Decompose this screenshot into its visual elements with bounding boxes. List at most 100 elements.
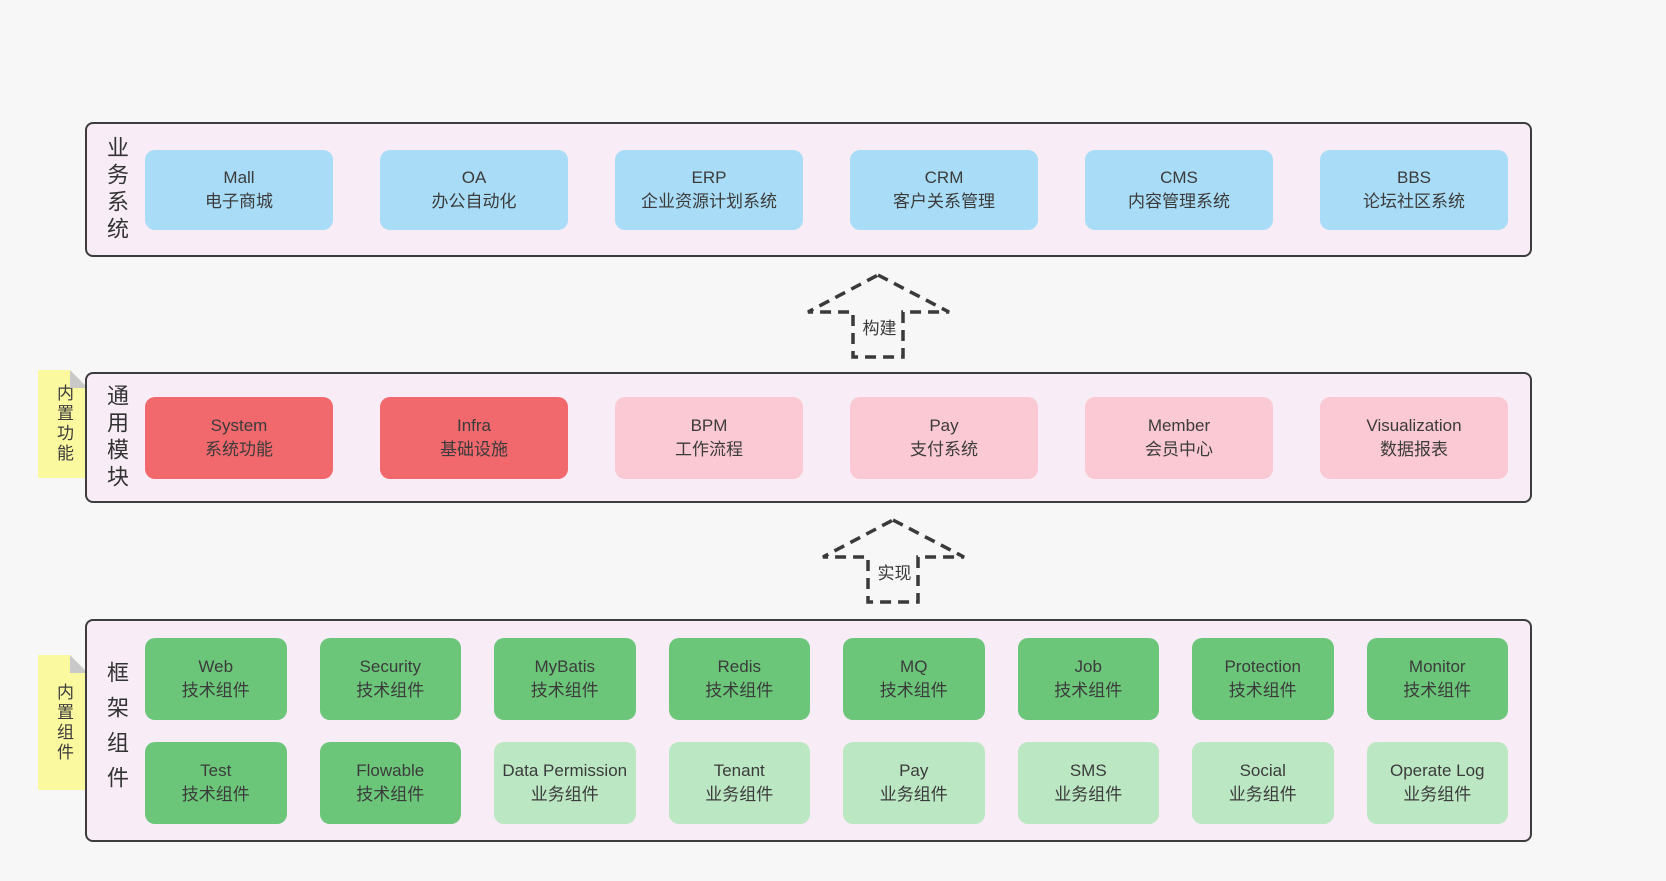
box-title: Flowable — [356, 760, 425, 780]
box-social: Social 业务组件 — [1192, 741, 1334, 824]
box-mq: MQ 技术组件 — [843, 637, 985, 720]
box-mybatis: MyBatis 技术组件 — [494, 637, 636, 720]
box-system: System 系统功能 — [145, 396, 333, 479]
box-subtitle: 业务组件 — [1054, 784, 1123, 804]
box-subtitle: 数据报表 — [1380, 439, 1448, 459]
box-title: Visualization — [1366, 415, 1462, 435]
box-subtitle: 基础设施 — [440, 439, 508, 459]
sticky-note-label: 内置组件 — [54, 682, 73, 763]
box-title: Operate Log — [1389, 760, 1485, 780]
box-visualization: Visualization 数据报表 — [1320, 396, 1508, 479]
box-title: Test — [200, 760, 232, 780]
box-title: Data Permission — [502, 760, 628, 780]
box-data-permission: Data Permission 业务组件 — [494, 741, 636, 824]
box-subtitle: 论坛社区系统 — [1363, 191, 1465, 211]
box-mall: Mall 电子商城 — [145, 149, 333, 230]
box-monitor: Monitor 技术组件 — [1366, 637, 1508, 720]
box-security: Security 技术组件 — [319, 637, 461, 720]
band-label-business-systems: 业务系统 — [104, 135, 129, 244]
box-protection: Protection 技术组件 — [1192, 637, 1334, 720]
box-subtitle: 系统功能 — [205, 439, 273, 459]
box-subtitle: 技术组件 — [705, 680, 774, 700]
box-subtitle: 技术组件 — [879, 680, 948, 700]
box-bbs: BBS 论坛社区系统 — [1320, 149, 1508, 230]
dashed-up-arrow-build: 构建 — [807, 272, 952, 362]
sticky-note-built-in-features: 内置功能 — [38, 370, 88, 478]
box-subtitle: 业务组件 — [1228, 784, 1297, 804]
box-subtitle: 技术组件 — [1403, 680, 1472, 700]
box-infra: Infra 基础设施 — [380, 396, 568, 479]
business-systems-row: Mall 电子商城 OA 办公自动化 ERP 企业资源计划系统 CRM 客户关系… — [133, 124, 1530, 255]
box-subtitle: 技术组件 — [181, 680, 250, 700]
box-crm: CRM 客户关系管理 — [850, 149, 1038, 230]
band-label-framework-components: 框架组件 — [104, 660, 129, 801]
box-title: Member — [1147, 415, 1211, 435]
box-subtitle: 技术组件 — [530, 680, 599, 700]
box-subtitle: 技术组件 — [1054, 680, 1123, 700]
box-oa: OA 办公自动化 — [380, 149, 568, 230]
box-title: MyBatis — [534, 656, 595, 676]
box-pay-system: Pay 支付系统 — [850, 396, 1038, 479]
box-subtitle: 电子商城 — [205, 191, 273, 211]
box-title: CRM — [924, 167, 964, 187]
box-member: Member 会员中心 — [1085, 396, 1273, 479]
box-subtitle: 企业资源计划系统 — [641, 191, 777, 211]
box-subtitle: 客户关系管理 — [893, 191, 995, 211]
box-title: Pay — [899, 760, 929, 780]
arrow-label-implement: 实现 — [877, 564, 912, 583]
sticky-note-label: 内置功能 — [54, 384, 73, 464]
box-title: Mall — [223, 167, 255, 187]
box-subtitle: 工作流程 — [675, 439, 743, 459]
box-subtitle: 内容管理系统 — [1128, 191, 1230, 211]
box-title: SMS — [1069, 760, 1107, 780]
box-subtitle: 业务组件 — [879, 784, 948, 804]
box-operate-log: Operate Log 业务组件 — [1366, 741, 1508, 824]
box-title: MQ — [900, 656, 928, 676]
framework-components-grid: Web 技术组件 Security 技术组件 MyBatis 技术组件 Redi… — [133, 621, 1530, 840]
box-title: System — [210, 415, 268, 435]
box-redis: Redis 技术组件 — [668, 637, 810, 720]
box-title: BBS — [1396, 167, 1432, 187]
box-title: Tenant — [713, 760, 765, 780]
band-label-common-modules: 通用模块 — [104, 383, 129, 492]
band-framework-components: 框架组件 Web 技术组件 Security 技术组件 MyBatis 技术组件… — [85, 619, 1532, 842]
box-test: Test 技术组件 — [145, 741, 287, 824]
box-subtitle: 技术组件 — [1228, 680, 1297, 700]
box-web: Web 技术组件 — [145, 637, 287, 720]
box-subtitle: 技术组件 — [356, 784, 425, 804]
box-title: Redis — [717, 656, 761, 676]
box-pay-component: Pay 业务组件 — [843, 741, 985, 824]
box-title: Security — [359, 656, 421, 676]
box-cms: CMS 内容管理系统 — [1085, 149, 1273, 230]
band-business-systems: 业务系统 Mall 电子商城 OA 办公自动化 ERP 企业资源计划系统 CRM… — [85, 122, 1532, 257]
arrow-label-build: 构建 — [862, 319, 897, 338]
box-title: Infra — [456, 415, 492, 435]
box-title: Job — [1074, 656, 1102, 676]
common-modules-row: System 系统功能 Infra 基础设施 BPM 工作流程 Pay 支付系统… — [133, 374, 1530, 501]
box-title: Social — [1239, 760, 1286, 780]
box-subtitle: 业务组件 — [705, 784, 774, 804]
box-subtitle: 业务组件 — [530, 784, 599, 804]
box-title: CMS — [1160, 167, 1198, 187]
box-title: BPM — [690, 415, 728, 435]
box-erp: ERP 企业资源计划系统 — [615, 149, 803, 230]
box-title: Pay — [929, 415, 959, 435]
box-job: Job 技术组件 — [1017, 637, 1159, 720]
box-subtitle: 支付系统 — [910, 439, 978, 459]
box-title: Web — [198, 656, 234, 676]
box-subtitle: 技术组件 — [181, 784, 250, 804]
box-subtitle: 会员中心 — [1145, 439, 1213, 459]
box-subtitle: 业务组件 — [1403, 784, 1472, 804]
box-sms: SMS 业务组件 — [1017, 741, 1159, 824]
band-common-modules: 通用模块 System 系统功能 Infra 基础设施 BPM 工作流程 Pay… — [85, 372, 1532, 503]
box-title: Monitor — [1408, 656, 1466, 676]
dashed-up-arrow-implement: 实现 — [822, 517, 967, 607]
sticky-note-built-in-components: 内置组件 — [38, 655, 88, 790]
box-subtitle: 办公自动化 — [431, 191, 517, 211]
box-bpm: BPM 工作流程 — [615, 396, 803, 479]
box-flowable: Flowable 技术组件 — [319, 741, 461, 824]
box-title: ERP — [691, 167, 727, 187]
box-subtitle: 技术组件 — [356, 680, 425, 700]
box-title: Protection — [1224, 656, 1302, 676]
box-title: OA — [461, 167, 487, 187]
